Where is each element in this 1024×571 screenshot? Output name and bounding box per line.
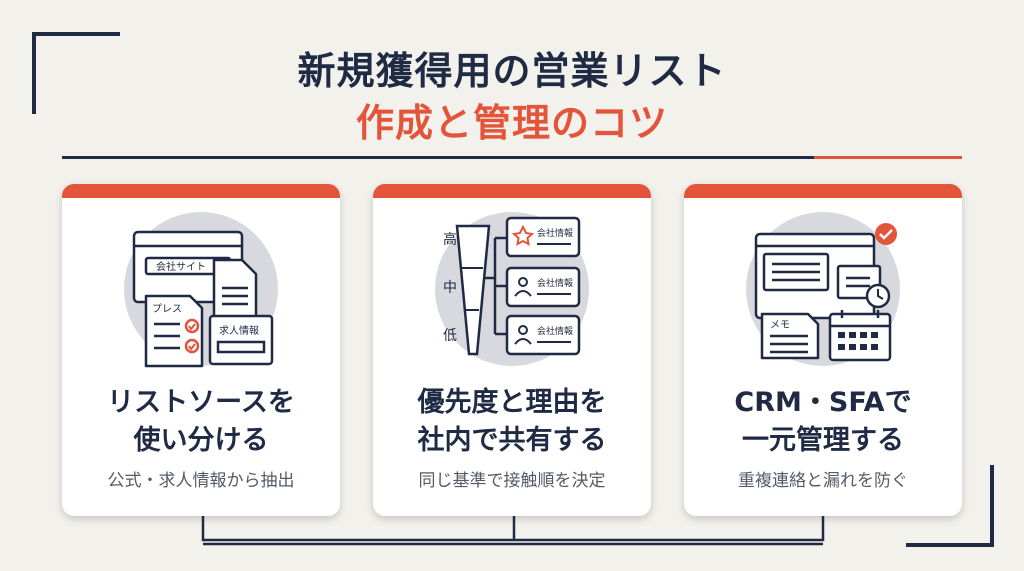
corner-bracket-bottom-right bbox=[906, 465, 994, 547]
memo-label: メモ bbox=[770, 320, 790, 331]
crm-dashboard-icon: メモ bbox=[754, 223, 897, 362]
corner-bracket-top-left bbox=[32, 32, 120, 114]
card-subtitle: 同じ基準で接触順を決定 bbox=[418, 471, 606, 491]
priority-high-label: 高 bbox=[443, 231, 457, 248]
title-rule-accent bbox=[814, 156, 962, 159]
jobs-label: 求人情報 bbox=[219, 324, 259, 337]
card-heading-line2: 一元管理する bbox=[742, 425, 904, 456]
priority-low-label: 低 bbox=[443, 328, 457, 344]
card-accent-bar bbox=[373, 184, 651, 198]
card-heading-line2: 使い分ける bbox=[133, 425, 269, 456]
card-accent-bar bbox=[62, 184, 340, 198]
card-priority-sharing: 高 中 低 会社情報 会社情報 会社情報 優先度と理由を 社内で共有する 同じ基… bbox=[373, 184, 651, 516]
card-heading-line1: リストソースを bbox=[107, 387, 295, 418]
card-heading-line1: CRM・SFAで bbox=[734, 387, 912, 418]
page-title: 新規獲得用の営業リスト bbox=[297, 49, 727, 93]
priority-mid-label: 中 bbox=[443, 280, 457, 296]
website-label: 会社サイト bbox=[156, 260, 206, 273]
card-heading-line1: 優先度と理由を bbox=[417, 387, 607, 418]
company-info-label: 会社情報 bbox=[537, 325, 573, 337]
card-subtitle: 公式・求人情報から抽出 bbox=[107, 471, 295, 491]
documents-icon: 会社サイト プレス 求人情報 bbox=[132, 230, 274, 368]
card-list-sources: 会社サイト プレス 求人情報 リストソースを 使い分ける 公式・求人情報から抽出 bbox=[62, 184, 340, 516]
company-info-label: 会社情報 bbox=[537, 277, 573, 289]
card-crm-sfa: メモ CRM・SFAで 一元管理する 重複連絡と漏れを防ぐ bbox=[684, 184, 962, 516]
card-subtitle: 重複連絡と漏れを防ぐ bbox=[738, 471, 908, 491]
title-rule bbox=[62, 156, 814, 159]
card-heading-line2: 社内で共有する bbox=[417, 425, 607, 456]
card-accent-bar bbox=[684, 184, 962, 198]
company-info-label: 会社情報 bbox=[537, 227, 573, 239]
page-title-accent: 作成と管理のコツ bbox=[355, 101, 668, 145]
press-label: プレス bbox=[152, 303, 182, 315]
priority-ranking-icon: 高 中 低 会社情報 会社情報 会社情報 bbox=[443, 216, 581, 356]
